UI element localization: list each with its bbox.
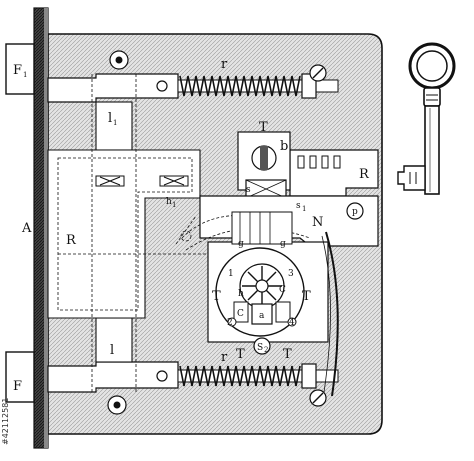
pivot-p [346,202,364,220]
top-spring-stop [301,73,317,99]
label-l1: l [108,111,112,126]
label-N: N [312,215,323,230]
label-R-left: R [66,233,77,248]
label-F1: F [13,63,22,78]
follower-screw-2 [227,317,237,327]
bottom-spring [179,365,301,387]
upper-link-l1 [95,101,133,151]
cam-c-right [275,301,291,323]
curved-spring-arm [325,231,339,397]
label-a: a [259,311,265,321]
label-r-top: r [221,57,228,72]
label-l: l [110,343,114,358]
bolt-end-top [5,43,35,95]
label-F1-sub: 1 [23,71,27,79]
label-T-bottom-right: T [283,347,292,362]
label-l1-sub: 1 [113,119,117,127]
label-h: h [238,289,244,299]
right-bolt-notches [297,155,341,169]
bolt-crosses [95,175,189,187]
label-s2-sub: 2 [264,346,268,354]
label-T-right: T [302,289,311,304]
label-g-left: g [238,239,244,249]
bolt-end-bottom [5,351,35,403]
label-R-right: R [359,167,370,182]
label-h1-sub: 1 [172,201,176,209]
label-c-left: C [237,309,244,319]
label-h1: h [166,197,172,207]
bottom-spring-stop [301,363,317,389]
watermark-id: #42112581 [1,285,11,445]
spindle-a [251,303,273,325]
label-r-bottom: r [221,350,228,365]
label-T-left: T [212,289,221,304]
label-3: 3 [288,269,294,279]
label-1: 1 [228,269,234,279]
label-s: s [246,185,251,195]
follower-screw-4 [287,317,297,327]
watermark-id-text: #42112581 [1,397,10,445]
label-F: F [13,379,22,394]
bottom-bolt-bar [47,361,179,393]
bottom-bolt-rivet [156,370,168,382]
label-2: 2 [227,318,233,328]
face-plate-edge [44,8,48,448]
label-T-top: T [259,120,268,135]
label-p: p [352,207,358,217]
label-s1: s [296,201,301,211]
label-s2: S [257,343,263,353]
label-A: A [21,221,32,236]
lower-link-l [95,317,133,363]
label-c-right: C [279,285,286,295]
top-spring [179,75,301,97]
key-icon [397,42,456,195]
tumbler-pack [231,211,293,245]
top-bolt-bar [47,73,179,103]
stud-s2 [253,337,271,355]
label-g-right: g [280,239,286,249]
top-bolt-rivet [156,80,168,92]
cam-c-left [233,301,249,323]
label-4: 4 [289,318,295,328]
label-b: b [280,139,288,154]
label-T-bottom-left: T [236,347,245,362]
label-s1-sub: 1 [302,205,306,213]
